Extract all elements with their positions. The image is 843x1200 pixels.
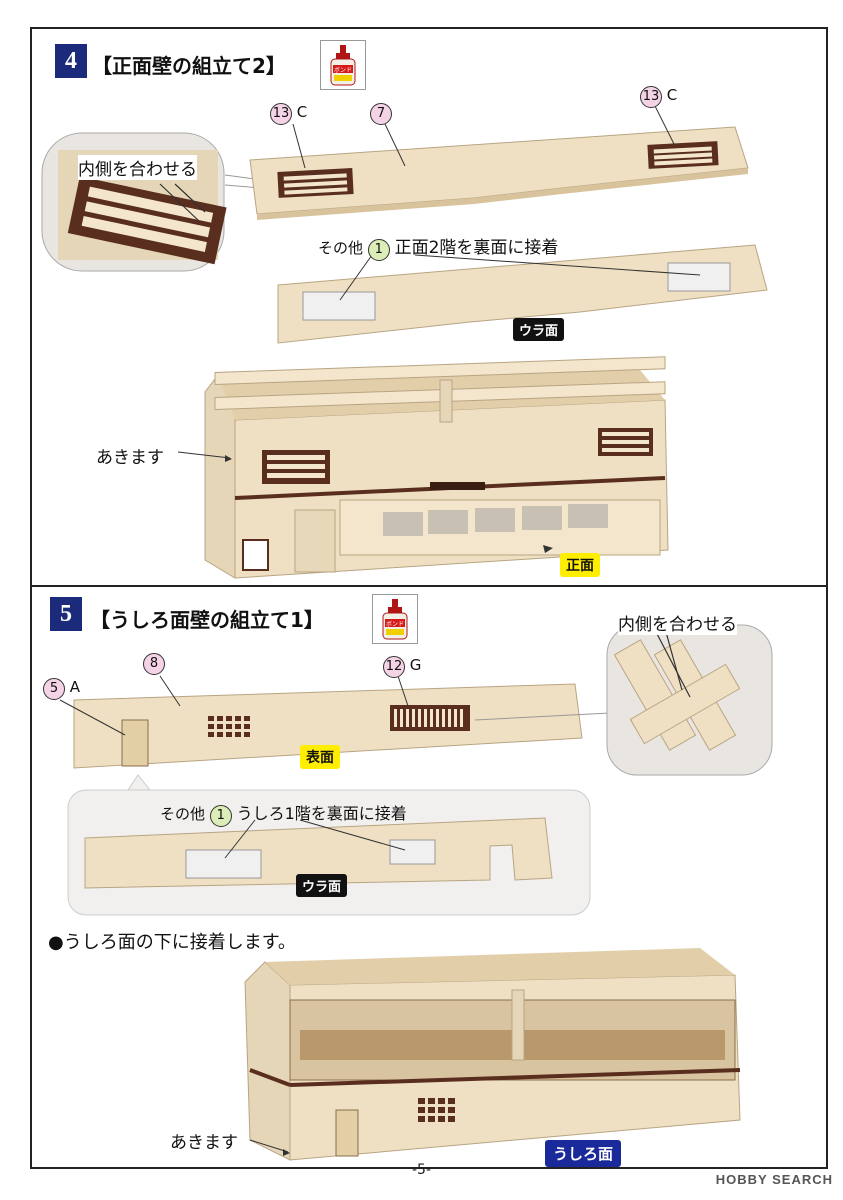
page-frame	[30, 27, 828, 1169]
zoom-inset-step4	[41, 132, 227, 272]
panel-8	[73, 683, 583, 769]
note-step5: その他 1 うしろ1階を裏面に接着	[160, 800, 407, 827]
open-label-4: あきます	[96, 448, 164, 468]
part-number-1: 1	[367, 239, 390, 261]
part-number-13: 13	[270, 103, 292, 125]
part-label-13-right: 13 C	[640, 86, 677, 108]
page-number: -5-	[411, 1162, 431, 1178]
bullet-instruction: ●うしろ面の下に接着します。	[48, 932, 296, 953]
note-step4: その他 1 正面2階を裏面に接着	[318, 233, 558, 261]
front-face-tag: 表面	[300, 745, 340, 769]
part-label-8: 8	[143, 653, 165, 675]
zoom-label-4: 内側を合わせる	[78, 155, 197, 180]
step-number-4: 4	[55, 44, 87, 78]
section-divider	[30, 585, 828, 587]
part-label-7: 7	[370, 103, 392, 125]
watermark: HOBBY SEARCH	[715, 1172, 833, 1187]
bond-icon: ボンド	[320, 40, 366, 90]
part-number-12: 12	[383, 656, 405, 678]
rear-tag: うしろ面	[545, 1140, 622, 1167]
zoom-inset-step5	[606, 624, 773, 776]
front-tag: 正面	[560, 553, 600, 577]
step-title-5: 【うしろ面壁の組立て1】	[90, 608, 324, 632]
panel-back-step5	[84, 817, 553, 889]
step-number-5: 5	[50, 597, 82, 631]
panel-7	[249, 126, 749, 220]
bond-icon-2: ボンド	[372, 594, 418, 644]
part-number-5: 5	[43, 678, 65, 700]
back-tag-5: ウラ面	[296, 874, 348, 897]
building-rear-3d	[244, 948, 741, 1161]
open-label-5: あきます	[170, 1133, 238, 1153]
part-label-12: 12 G	[383, 656, 421, 678]
part-number-8: 8	[143, 653, 165, 675]
part-number-7: 7	[370, 103, 392, 125]
part-number-13b: 13	[640, 86, 662, 108]
part-label-5: 5 A	[43, 678, 80, 700]
panel-back-step4	[277, 244, 768, 344]
back-tag-4: ウラ面	[513, 318, 565, 341]
zoom-label-5: 内側を合わせる	[618, 610, 737, 635]
step-title-4: 【正面壁の組立て2】	[92, 54, 286, 78]
part-label-13: 13 C	[270, 103, 307, 125]
part-number-1b: 1	[209, 805, 232, 827]
building-front-3d	[204, 356, 669, 579]
